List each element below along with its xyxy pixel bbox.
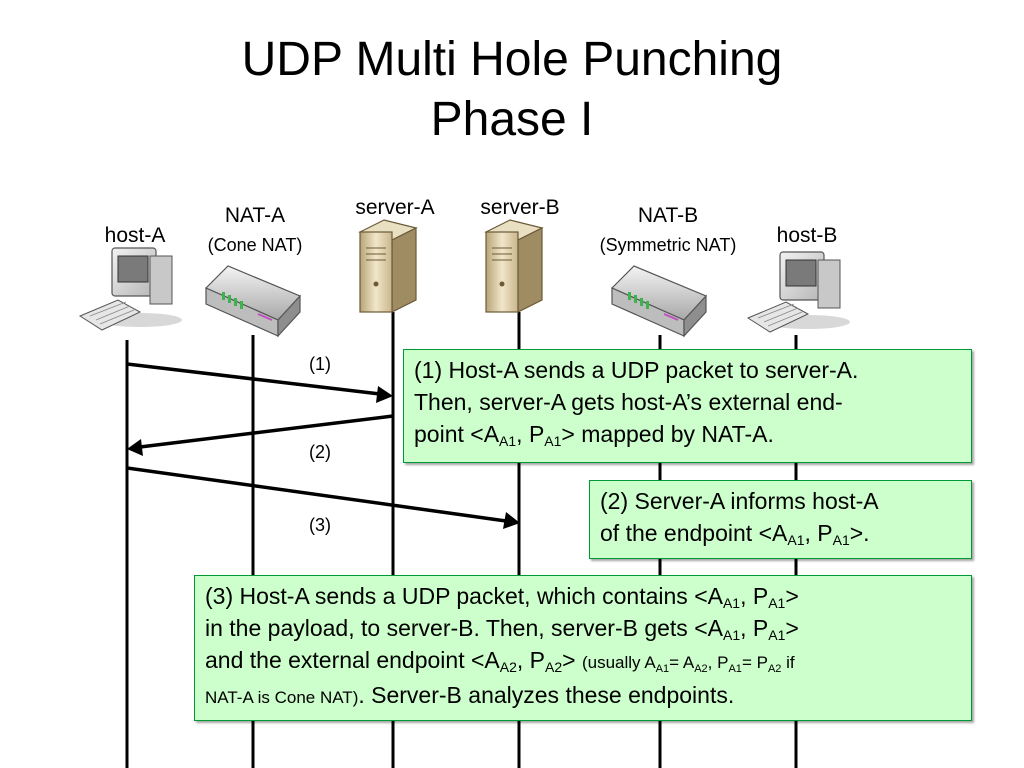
- note-3-line-1: (3) Host-A sends a UDP packet, which con…: [205, 583, 799, 611]
- server-a-label: server-A: [355, 196, 435, 219]
- arrowhead-step-1: [376, 386, 393, 403]
- note-1-line-2: Then, server-A gets host-A’s external en…: [414, 389, 843, 415]
- server-a-icon: [358, 219, 418, 313]
- note-step-3: (3) Host-A sends a UDP packet, which con…: [194, 575, 972, 721]
- note-1-line-1: (1) Host-A sends a UDP packet to server-…: [414, 357, 859, 383]
- host-b-label: host-B: [776, 224, 838, 247]
- host-a-computer-icon: [78, 247, 182, 331]
- arrowheads: [127, 386, 520, 529]
- server-b-label: server-B: [480, 196, 560, 219]
- nat-b-label: NAT-B: [637, 204, 699, 227]
- arrow-step-1: [126, 362, 381, 396]
- note-3-line-2: in the payload, to server-B. Then, serve…: [205, 615, 799, 643]
- note-1-line-3: point <AA1, PA1> mapped by NAT-A.: [414, 421, 774, 449]
- host-b-computer-icon: [746, 251, 850, 333]
- title-line-1: UDP Multi Hole Punching: [241, 33, 783, 86]
- step-3-label: (3): [309, 515, 331, 535]
- arrow-step-3: [126, 466, 507, 523]
- nat-b-router-icon: [610, 265, 708, 338]
- note-2-line-2: of the endpoint <AA1, PA1>.: [600, 520, 870, 548]
- arrow-step-2: [139, 414, 394, 449]
- note-step-2: (2) Server-A informs host-A of the endpo…: [589, 480, 972, 559]
- step-1-label: (1): [309, 354, 331, 374]
- note-3-line-4: NAT-A is Cone NAT). Server-B analyzes th…: [205, 682, 735, 708]
- arrowhead-step-3: [503, 512, 520, 529]
- server-b-icon: [484, 219, 544, 313]
- slide-title: UDP Multi Hole Punching Phase I: [0, 30, 1024, 150]
- nat-a-label: NAT-A: [224, 204, 286, 227]
- arrowhead-step-2: [127, 439, 143, 456]
- step-2-label: (2): [309, 442, 331, 462]
- note-step-1: (1) Host-A sends a UDP packet to server-…: [403, 349, 972, 463]
- nat-b-type-label: (Symmetric NAT): [599, 235, 737, 255]
- note-2-line-1: (2) Server-A informs host-A: [600, 488, 879, 514]
- host-a-label: host-A: [104, 224, 166, 247]
- nat-a-type-label: (Cone NAT): [207, 235, 303, 255]
- nat-a-router-icon: [204, 265, 302, 338]
- message-arrows: [126, 362, 507, 523]
- title-line-2: Phase I: [430, 93, 594, 146]
- note-3-line-3: and the external endpoint <AA2, PA2> (us…: [205, 647, 795, 675]
